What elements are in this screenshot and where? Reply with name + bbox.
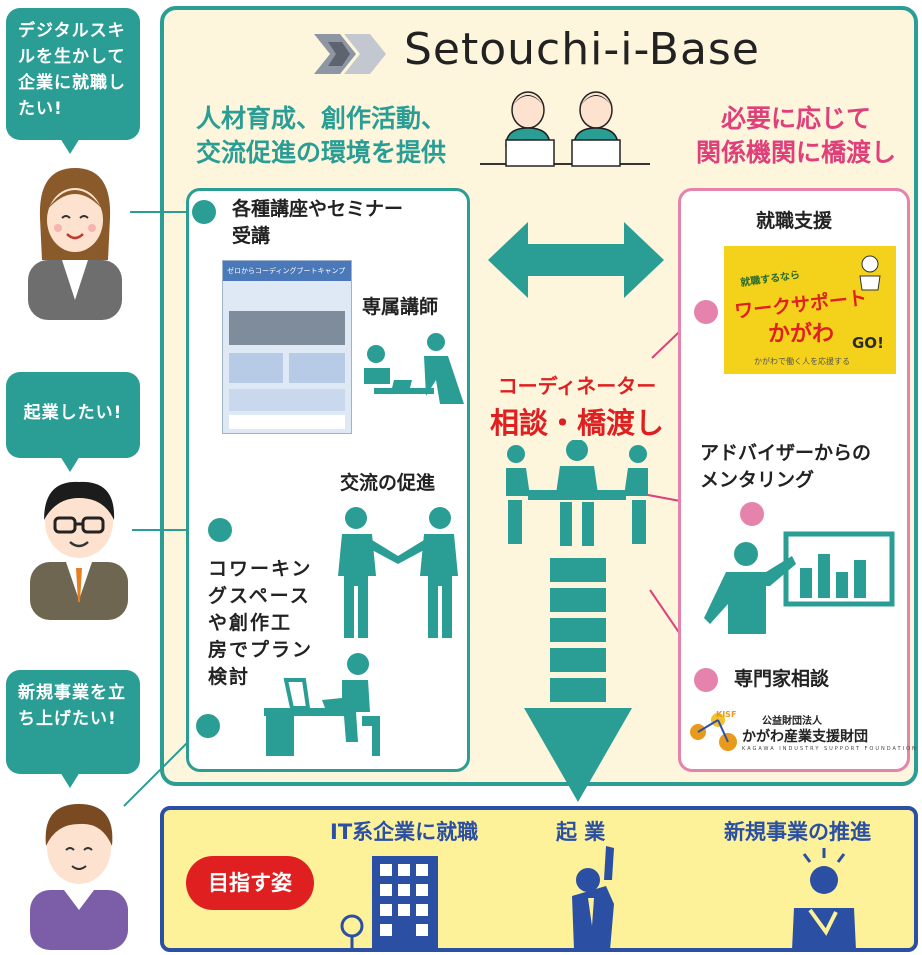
expert-label: 専門家相談 [734,668,830,690]
seminar-label-line: 受講 [232,225,271,247]
bullet-dot [196,714,220,738]
goals-panel [160,806,918,952]
job-support-label: 就職支援 [756,210,833,232]
presentation-chart-icon [704,531,895,634]
seminar-label-line: 各種講座やセミナー [232,198,404,220]
goal-newbiz: 新規事業の推進 [724,820,871,844]
work-support-banner: 就職するなら ワークサポート かがわ GO! かがわで働く人を応援する [724,246,896,374]
goals-badge: 目指す姿 [186,856,314,910]
left-heading-line: 交流促進の環境を提供 [195,138,446,167]
setouchi-logo-icon [314,34,386,74]
office-building-icon [340,856,438,950]
coordinator-label: コーディネーター [497,374,657,398]
flyer-block [229,353,283,383]
banner-sub-main: かがわ [768,322,835,347]
coworking-label-line: 房でプラン [208,639,314,661]
thinking-person-icon [792,848,856,950]
bullet-dot [192,200,216,224]
coworking-label-line: 検討 [208,666,251,688]
kisf-small: 公益財団法人 [762,716,822,727]
right-heading-line: 関係機関に橋渡し [695,138,896,167]
persona-bubble-startup: 起業したい! [6,372,140,458]
flyer-footer [229,415,345,429]
persona-bubble-job: デジタルスキルを生かして企業に就職したい! [6,8,140,140]
coworking-label: コワーキン グスペース や創作工 房でプラン 検討 [208,556,313,691]
persona-man-figure [30,804,128,950]
bubble-tail [60,456,80,472]
coworking-label-line: や創作工 [208,612,293,634]
flyer-header [223,261,351,281]
banner-go: GO! [852,334,884,352]
brand-title: Setouchi-i-Base [404,24,760,75]
double-arrow-icon [488,222,664,298]
entrepreneur-raise-icon [572,846,614,950]
banner-footer: かがわで働く人を応援する [754,357,850,366]
bubble-tail [60,772,80,788]
handshake-icon [338,507,458,638]
flyer-title: ゼロからコーディングブートキャンプ [227,267,346,275]
down-arrow-icon [524,558,632,802]
staff-desk-icon [480,91,650,167]
persona-bubble-text: 起業したい! [23,403,123,423]
bullet-dot [694,668,718,692]
kisf-logo-icon [690,713,737,751]
persona-man-glasses-figure [30,481,128,620]
seminar-flyer: ゼロからコーディングブートキャンプ [222,260,352,434]
goal-employment: IT系企業に就職 [330,820,479,844]
seminar-label: 各種講座やセミナー 受講 [232,196,403,250]
right-heading: 必要に応じて 関係機関に橋渡し [676,102,916,170]
kisf-mark: KISF [716,710,737,719]
right-heading-line: 必要に応じて [720,104,871,133]
exchange-label: 交流の促進 [340,472,436,494]
bullet-dot [740,502,764,526]
flyer-block [229,389,345,411]
bullet-dot [208,518,232,542]
left-heading-line: 人材育成、創作活動、 [195,104,446,133]
persona-bubble-text: デジタルスキルを生かして企業に就職したい! [18,21,126,119]
left-heading: 人材育成、創作活動、 交流促進の環境を提供 [186,102,456,170]
coworking-label-line: コワーキン [208,558,313,580]
goals-badge-text: 目指す姿 [208,871,292,895]
persona-woman-figure [28,168,122,320]
coworking-label-line: グスペース [208,585,311,607]
kisf-en: KAGAWA INDUSTRY SUPPORT FOUNDATION [742,746,918,752]
instructor-teaching-icon [364,333,464,404]
persona-bubble-text: 新規事業を立ち上げたい! [18,683,126,729]
consult-label: 相談・橋渡し [490,406,665,440]
banner-small-text: 就職するなら [739,269,801,290]
flyer-photo [229,311,345,345]
mentoring-label-line: アドバイザーからの [700,442,872,464]
flyer-block [289,353,345,383]
kisf-name: かがわ産業支援財団 [742,729,868,745]
persona-bubble-newbiz: 新規事業を立ち上げたい! [6,670,140,774]
bubble-tail [60,138,80,154]
desk-work-icon [264,653,380,756]
mentoring-label-line: メンタリング [700,469,815,491]
meeting-table-icon [506,440,648,546]
instructor-label: 専属講師 [362,296,439,318]
banner-character-icon [859,255,881,291]
goal-startup: 起 業 [556,820,606,844]
mentoring-label: アドバイザーからの メンタリング [700,440,871,494]
bullet-dot [694,300,718,324]
